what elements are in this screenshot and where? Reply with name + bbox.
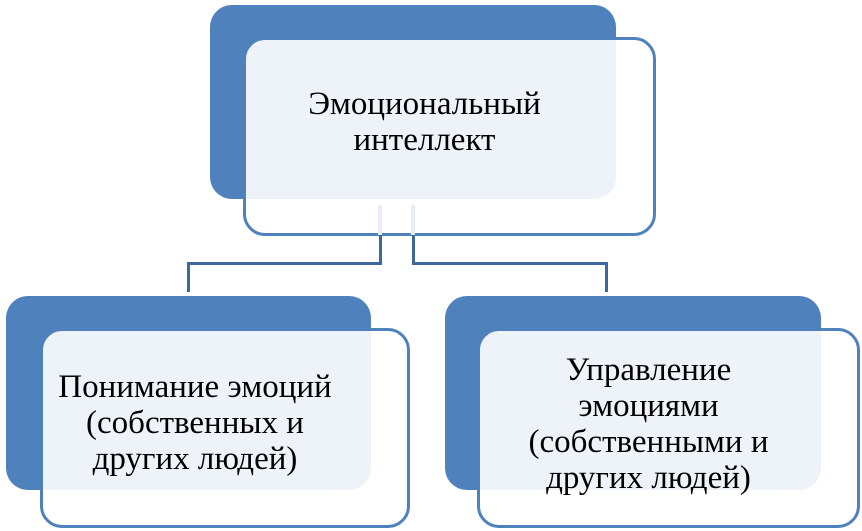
root-label-line: Эмоциональный <box>308 85 541 122</box>
connector <box>412 262 608 265</box>
child-label-line: других людей) <box>92 441 298 477</box>
child-label-line: других людей) <box>546 460 751 496</box>
connector <box>605 262 608 292</box>
child-label-line: Управление <box>565 352 732 388</box>
connector <box>379 235 382 265</box>
child-label-line: эмоциями <box>578 388 719 424</box>
root-node: Эмоциональный интеллект <box>243 37 656 236</box>
root-label-line: интеллект <box>353 121 496 158</box>
connector-ghost <box>411 205 415 235</box>
connector <box>187 262 382 265</box>
child-node-understanding: Понимание эмоций (собственных и других л… <box>40 328 410 528</box>
connector-ghost <box>378 205 382 235</box>
connector <box>187 262 190 292</box>
child-node-management: Управление эмоциями (собственными и друг… <box>477 328 860 528</box>
child-label-line: (собственными и <box>528 424 769 460</box>
connector <box>412 235 415 265</box>
child-label-line: Понимание эмоций <box>58 369 332 405</box>
child-label-line: (собственных и <box>86 405 304 441</box>
